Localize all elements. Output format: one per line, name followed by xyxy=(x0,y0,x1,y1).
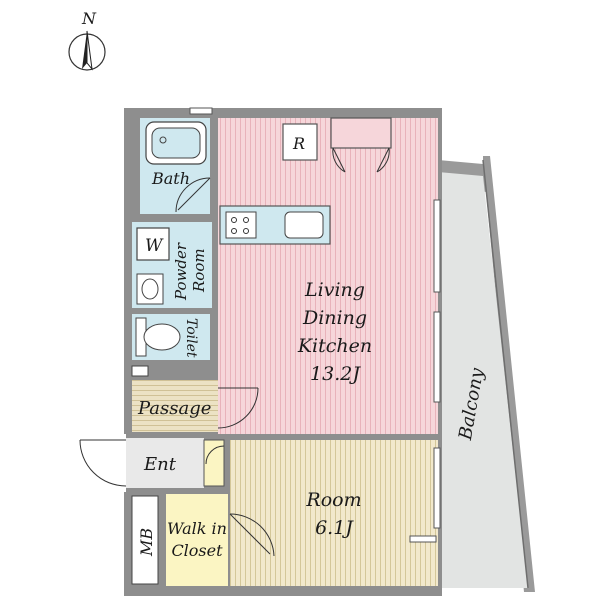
svg-text:Room: Room xyxy=(305,489,361,511)
room-label: Room 6.1J xyxy=(305,489,361,539)
meter-box xyxy=(131,495,159,585)
washer-label: W xyxy=(145,236,164,256)
room-window-sill xyxy=(409,535,437,543)
powder-label-line2: Room xyxy=(190,248,208,293)
shoe-cabinet-door[interactable] xyxy=(205,445,225,465)
bath-door[interactable] xyxy=(175,177,211,213)
toilet-icon xyxy=(135,317,181,357)
entrance-label: Ent xyxy=(143,454,177,475)
toilet-label: Toilet xyxy=(183,318,199,358)
svg-text:Kitchen: Kitchen xyxy=(297,335,372,357)
storage-door[interactable] xyxy=(332,147,390,173)
bathtub-icon xyxy=(145,121,207,165)
svg-text:Dining: Dining xyxy=(302,307,367,329)
meter-box-label: MB xyxy=(137,528,156,557)
top-window xyxy=(189,107,213,115)
sink-icon xyxy=(136,273,164,305)
svg-text:6.1J: 6.1J xyxy=(315,517,354,539)
windows xyxy=(433,199,441,529)
entrance-notch xyxy=(74,434,126,492)
entrance xyxy=(126,438,204,488)
washer-space xyxy=(136,227,170,261)
svg-text:13.2J: 13.2J xyxy=(310,363,361,385)
powder-label-line1: Powder xyxy=(172,242,190,301)
svg-text:Closet: Closet xyxy=(171,541,223,560)
passage xyxy=(132,380,218,432)
refrigerator-label: R xyxy=(292,134,305,153)
storage-closet xyxy=(330,117,392,149)
bath-label: Bath xyxy=(151,169,190,188)
ldk-label: Living Dining Kitchen 13.2J xyxy=(297,279,372,385)
ldk-floor xyxy=(218,118,438,434)
kitchen-counter xyxy=(219,205,331,245)
closet-door[interactable] xyxy=(229,513,275,557)
balcony: Balcony xyxy=(438,156,535,592)
walk-in-closet xyxy=(166,494,228,586)
north-compass-icon: N xyxy=(68,9,106,71)
svg-text:Walk in: Walk in xyxy=(167,519,227,538)
shoe-cabinet xyxy=(203,439,225,487)
passage-door[interactable] xyxy=(217,387,259,429)
refrigerator-space xyxy=(282,123,318,161)
closet-label: Walk in Closet xyxy=(167,519,227,560)
north-label: N xyxy=(81,9,97,28)
entrance-door[interactable] xyxy=(79,439,127,487)
room-floor xyxy=(230,440,438,586)
storage-small xyxy=(131,365,149,377)
passage-label: Passage xyxy=(137,398,211,419)
svg-text:Living: Living xyxy=(304,279,365,301)
